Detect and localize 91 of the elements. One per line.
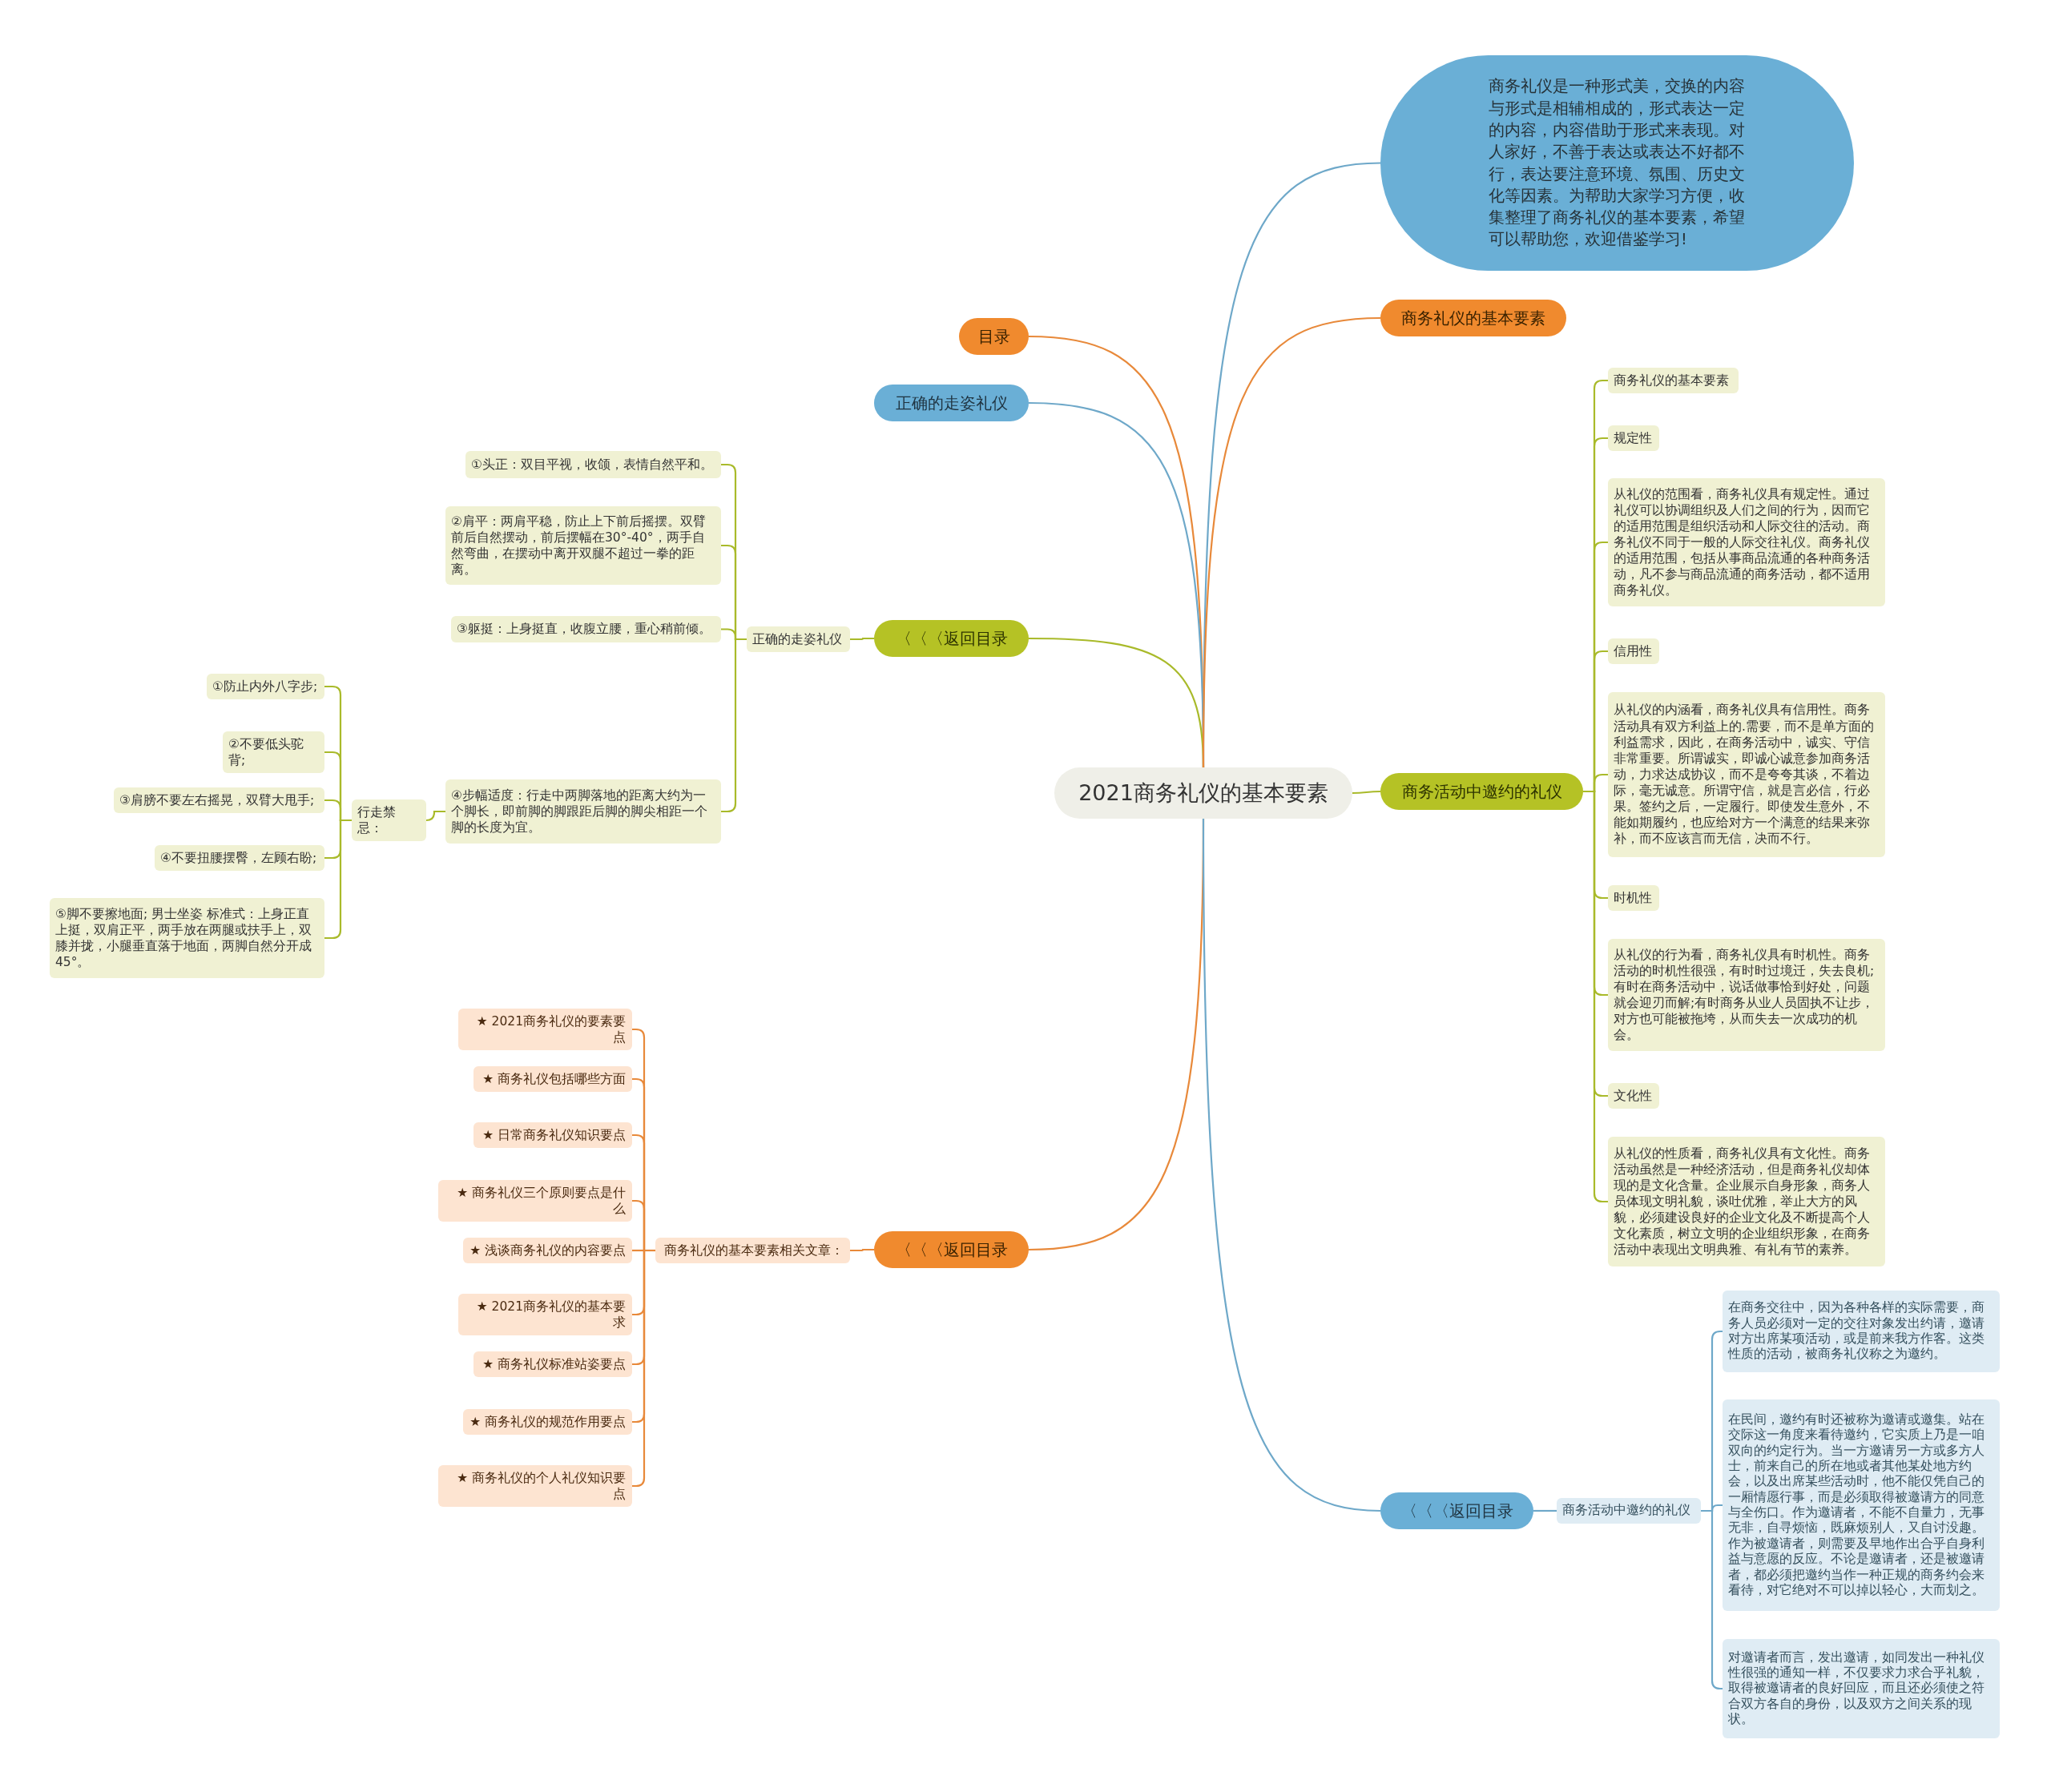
subtopic-box <box>1608 368 1739 394</box>
topic-text: ④步幅适度：行走中两脚落地的距离大约为一个脚长，即前脚的脚跟距后脚的脚尖相距一个脚的长度为宜。 <box>451 787 708 836</box>
connector-line <box>1202 819 1381 1512</box>
subtopic-box <box>1723 1639 2000 1738</box>
connector-line <box>850 637 874 641</box>
topic-text: 商务活动中邀约的礼仪 <box>1400 782 1563 801</box>
topic-text: ★ 商务礼仪包括哪些方面 <box>482 1071 626 1088</box>
topic-text: ⑤脚不要擦地面; 男士坐姿 标准式：上身正直上挺，双肩正平，两手放在两腿或扶手上，双膝并拢，小腿垂直落于地面，两脚自然分开成45°。 <box>55 905 312 971</box>
topic-text: 商务活动中邀约的礼仪 <box>1562 1503 1691 1519</box>
branch-topic <box>1380 300 1566 336</box>
branch-topic <box>874 620 1029 657</box>
intro-text: 商务礼仪是一种形式美，交换的内容与形式是相辅相成的，形式表达一定的内容，内容借助于形式来表现。对人家好，不善于表达或表达不好都不行，表达要注意环境、氛围、历史文化等因素。为帮助大家学习方便，收集整理了商务礼仪的基本要素，希望可以帮助您，欢迎借鉴学习! <box>1489 76 1746 251</box>
topic-text: ④不要扭腰摆臀，左顾右盼; <box>160 850 318 867</box>
subtopic-box <box>1608 885 1659 912</box>
connector-line <box>850 1248 874 1252</box>
topic-text: ★ 2021商务礼仪的要素要点 <box>475 1013 626 1046</box>
subtopic-box <box>747 626 850 653</box>
topic-text: 对邀请者而言，发出邀请，如同发出一种礼仪性很强的通知一样，不仅要求力求合乎礼貌，取得被邀请者的良好回应，而且还必须使之符合双方各自的身份，以及双方之间关系的现状。 <box>1728 1649 1985 1728</box>
subtopic-box <box>1608 425 1659 452</box>
topic-text: 2021商务礼仪的基本要素 <box>1078 779 1329 807</box>
connector-line <box>1352 790 1380 795</box>
subtopic-box <box>1608 1137 1885 1266</box>
subtopic-box <box>473 1351 632 1378</box>
topic-text: 正确的走姿礼仪 <box>752 631 843 648</box>
branch-topic <box>874 1231 1029 1268</box>
topic-text: ★ 日常商务礼仪知识要点 <box>482 1127 626 1144</box>
topic-text: 文化性 <box>1614 1088 1653 1105</box>
subtopic-box <box>438 1465 632 1508</box>
topic-text: ★ 商务礼仪三个原则要点是什么 <box>456 1185 626 1218</box>
subtopic-box <box>223 731 324 774</box>
subtopic-box <box>50 898 324 978</box>
branch-topic <box>874 385 1029 421</box>
subtopic-box <box>473 1122 632 1149</box>
connector-line <box>1533 1509 1557 1512</box>
subtopic-box <box>655 1238 850 1264</box>
topic-text: 从礼仪的性质看，商务礼仪具有文化性。商务活动虽然是一种经济活动，但是商务礼仪却体现的是文化含量。企业展示自身形象，商务人员体现文明礼貌，谈吐优雅，举止大方的风貌，必须建设良好的企业文化及不断提高个人文化素质，树立文明的企业组织形象，在商务活动中表现出文明典雅、有礼有节的素养。 <box>1614 1145 1871 1258</box>
subtopic-box <box>1723 1291 2000 1372</box>
connector-line <box>425 810 445 822</box>
connector-line <box>1202 316 1381 767</box>
topic-text: 正确的走姿礼仪 <box>894 393 1009 413</box>
topic-text: ★ 浅谈商务礼仪的内容要点 <box>469 1242 626 1259</box>
subtopic-box <box>451 616 721 642</box>
topic-text: ★ 商务礼仪的个人礼仪知识要点 <box>456 1470 626 1503</box>
subtopic-box <box>1608 638 1659 665</box>
subtopic-box <box>1608 939 1885 1051</box>
subtopic-box <box>114 787 324 814</box>
topic-text: 在民间，邀约有时还被称为邀请或邀集。站在交际这一角度来看待邀约，它实质上乃是一咱双向的约定行为。当一方邀请另一方或多方人士，前来自己的所在地或者其他某处地方约会，以及出席某些活动时，他不能仅凭自己的一厢情愿行事，而是必须取得被邀请方的同意与全伤口。作为邀请者，不能不自量力，无事无非，自寻烦恼，既麻烦别人，又自讨没趣。作为被邀请者，则需要及早地作出合乎自身利益与意愿的反应。不论是邀请者，还是被邀请者，都必须把邀约当作一种正规的商务约会来看待，对它绝对不可以掉以轻心，大而划之。 <box>1728 1411 1985 1599</box>
topic-text: 从礼仪的内涵看，商务礼仪具有信用性。商务活动具有双方利益上的.需要，而不是单方面的利益需求，因此，在商务活动中，诚实、守信非常重要。所谓诚实，即诚心诚意参加商务活动，力求达成协议，而不是夸夸其谈，不着边际，毫无诚意。所谓守信，就是言必信，行必果。签约之后，一定履行。即使发生意外，不能如期履约，也应给对方一个满意的结果来弥补，而不应该言而无信，决而不行。 <box>1614 702 1875 848</box>
topic-text: ★ 2021商务礼仪的基本要求 <box>475 1299 626 1331</box>
topic-text: 信用性 <box>1614 643 1653 660</box>
topic-text: 规定性 <box>1614 430 1653 447</box>
topic-text: ②肩平：两肩平稳，防止上下前后摇摆。双臂前后自然摆动，前后摆幅在30°-40°，两手自然弯曲，在摆动中离开双腿不超过一拳的距离。 <box>451 513 707 578</box>
topic-text: ①防止内外八字步; <box>212 679 319 695</box>
subtopic-box <box>1723 1399 2000 1611</box>
topic-text: ★ 商务礼仪的规范作用要点 <box>469 1414 626 1431</box>
topic-text: 商务礼仪的基本要素 <box>1400 308 1546 328</box>
subtopic-box <box>473 1066 632 1093</box>
subtopic-box <box>155 845 324 872</box>
subtopic-box <box>1608 478 1885 606</box>
topic-text: 从礼仪的范围看，商务礼仪具有规定性。通过礼仪可以协调组织及人们之间的行为，因而它的适用范围是组织活动和人际交往的活动。商务礼仪不同于一般的人际交往礼仪。商务礼仪的适用范围，包括从事商品流通的各种商务活动，凡不参与商品流通的商务活动，都不适用商务礼仪。 <box>1614 485 1871 599</box>
subtopic-box <box>1608 692 1885 857</box>
topic-text: 〈〈〈返回目录 <box>1400 1501 1514 1520</box>
topic-text: ③躯挺：上身挺直，收腹立腰，重心稍前倾。 <box>457 621 712 638</box>
topic-text: 在商务交往中，因为各种各样的实际需要，商务人员必须对一定的交往对象发出约请，邀请对方出席某项活动，或是前来我方作客。这类性质的活动，被商务礼仪称之为邀约。 <box>1728 1300 1985 1363</box>
subtopic-box <box>352 799 426 842</box>
topic-text: ★ 商务礼仪标准站姿要点 <box>482 1356 626 1373</box>
subtopic-box <box>458 1009 632 1051</box>
topic-text: 商务礼仪的基本要素 <box>1614 372 1730 389</box>
branch-topic <box>1380 773 1583 810</box>
subtopic-box <box>445 506 721 585</box>
topic-text: ③肩膀不要左右摇晃，双臂大甩手; <box>119 792 316 809</box>
subtopic-box <box>463 1409 632 1436</box>
topic-text: 从礼仪的行为看，商务礼仪具有时机性。商务活动的时机性很强，有时时过境迁，失去良机;有时在商务活动中，说话做事恰到好处，问题就会迎刃而解;有时商务从业人员固执不让步，对方也可能被拖垮，从而失去一次成功的机会。 <box>1614 946 1876 1044</box>
subtopic-box <box>1608 1083 1659 1109</box>
subtopic-box <box>1557 1498 1701 1524</box>
topic-text: ①头正：双目平视，收颌，表情自然平和。 <box>471 456 714 473</box>
topic-text: 〈〈〈返回目录 <box>894 629 1009 648</box>
topic-text: 商务礼仪的基本要素相关文章： <box>663 1242 844 1259</box>
subtopic-box <box>463 1238 632 1264</box>
topic-text: ②不要低头驼背; <box>228 736 304 769</box>
subtopic-box <box>445 779 721 844</box>
topic-text: 行走禁忌： <box>357 804 397 837</box>
subtopic-box <box>465 451 721 478</box>
subtopic-box <box>458 1294 632 1336</box>
subtopic-box <box>438 1180 632 1222</box>
branch-topic <box>959 318 1029 355</box>
subtopic-box <box>207 674 324 700</box>
topic-text: 目录 <box>977 327 1011 346</box>
branch-topic <box>1380 1492 1533 1529</box>
topic-text: 时机性 <box>1614 890 1653 907</box>
topic-text: 〈〈〈返回目录 <box>894 1240 1009 1259</box>
